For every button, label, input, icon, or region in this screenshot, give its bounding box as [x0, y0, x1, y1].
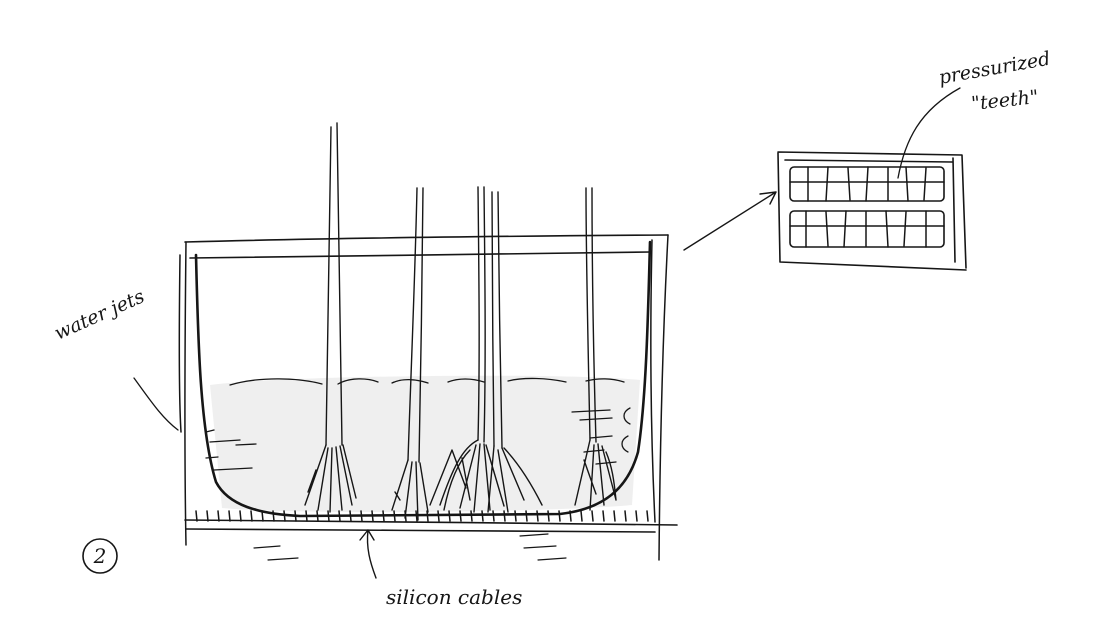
base-tick: [196, 511, 197, 521]
base-tick: [647, 511, 648, 521]
base-tick: [284, 511, 285, 521]
tank-rim: [185, 235, 668, 258]
base-tick: [592, 511, 593, 521]
tank-left-wall: [179, 242, 186, 545]
base-tick: [471, 511, 472, 521]
silicon-cables-label: silicon cables: [386, 585, 522, 609]
tank-right-wall: [651, 235, 668, 560]
base-tick: [625, 511, 626, 521]
base-tick: [306, 511, 307, 521]
base-tick: [394, 511, 395, 521]
base-tick: [207, 511, 208, 521]
base-tick: [339, 511, 340, 521]
base-tick: [229, 511, 230, 521]
base-tick: [218, 511, 219, 521]
lower-teeth-row: [790, 211, 944, 247]
base-tick: [240, 511, 241, 521]
base-tick: [537, 511, 538, 521]
teeth-leader: [898, 88, 960, 178]
base-tick: [262, 511, 263, 521]
base-tick: [526, 511, 527, 521]
ground-marks: [254, 534, 566, 560]
base-tick: [493, 511, 494, 521]
teeth-callout: [684, 88, 966, 270]
base-tick: [350, 511, 351, 521]
pressurized-label: pressurized: [937, 48, 1052, 89]
base-tick: [570, 511, 571, 521]
base-tick: [581, 511, 582, 521]
base-tick: [504, 511, 505, 521]
base-tick: [614, 511, 615, 521]
base-tick: [515, 511, 516, 521]
cables-leader: [360, 530, 376, 578]
base-tick: [361, 511, 362, 521]
base-tick: [548, 511, 549, 521]
base-tick: [251, 511, 252, 521]
base-tick: [328, 511, 329, 521]
callout-arrow: [684, 192, 776, 250]
water-jets-leader: [134, 378, 178, 430]
base-tick: [460, 511, 461, 521]
base-tick: [559, 511, 560, 521]
base-tick: [295, 511, 296, 521]
base-tick: [603, 511, 604, 521]
base-tick: [636, 511, 637, 521]
figure-number: 2: [93, 544, 107, 568]
tank-base: [185, 520, 677, 532]
base-tick: [438, 511, 439, 521]
base-tick: [372, 511, 373, 521]
base-tick: [317, 511, 318, 521]
base-tick: [273, 511, 274, 521]
water-jets-label: water jets: [51, 285, 148, 344]
base-tick: [416, 511, 417, 521]
teeth-label: "teeth": [970, 86, 1039, 115]
base-tick: [482, 511, 483, 521]
base-tick: [449, 511, 450, 521]
base-tick: [383, 511, 384, 521]
